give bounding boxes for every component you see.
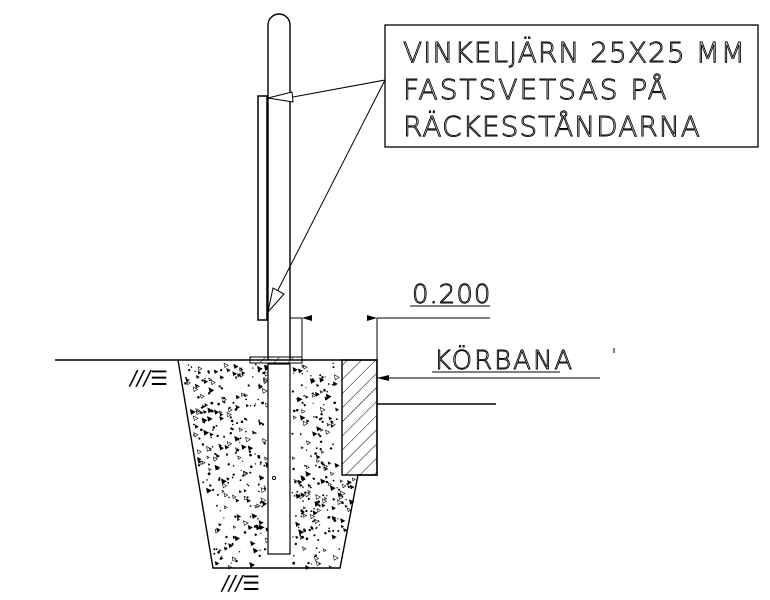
dimension-label: 0.200 (412, 280, 491, 310)
ground-symbol-left: ///☰ (128, 366, 168, 390)
note-line-1: VINKELJÄRN 25X25 MM (403, 36, 746, 69)
road-label: KÖRBANA (434, 344, 574, 376)
road-leader (377, 348, 615, 381)
curb-stone (341, 359, 378, 476)
note-line-3: RÄCKESSTÅNDARNA (403, 109, 701, 143)
ground-symbol-bottom: ///☰ (220, 571, 260, 595)
post-embedded (267, 363, 291, 555)
note-box (267, 24, 759, 314)
railing-post (267, 13, 291, 360)
base-plate (249, 356, 303, 364)
ground-lines (55, 359, 496, 476)
dimension-0-200 (290, 305, 490, 360)
note-line-2: FASTSVETSAS PÅ (403, 72, 669, 106)
angle-iron (257, 95, 268, 321)
concrete-speckles (184, 362, 356, 570)
